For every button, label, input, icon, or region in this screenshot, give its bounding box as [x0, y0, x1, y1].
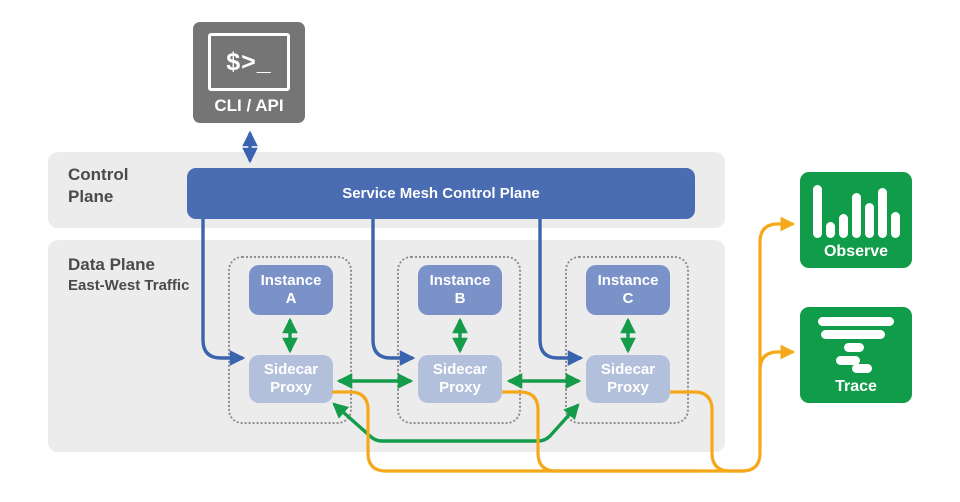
bar-chart-icon	[812, 182, 900, 238]
instance-a-label-line1: Instance	[260, 272, 322, 289]
sidecar-proxy-c-node: Sidecar Proxy	[586, 355, 670, 403]
instance-group-b: Instance B Sidecar Proxy	[397, 256, 521, 424]
instance-b-label-line1: Instance	[429, 272, 491, 289]
cli-api-label: CLI / API	[214, 96, 284, 115]
sidecar-b-label-line1: Sidecar	[432, 361, 488, 378]
sidecar-a-label-line2: Proxy	[270, 379, 312, 396]
trace-label: Trace	[835, 378, 877, 395]
sidecar-a-label-line1: Sidecar	[263, 361, 319, 378]
observe-node: Observe	[800, 172, 912, 268]
sidecar-c-label-line2: Proxy	[607, 379, 649, 396]
sidecar-c-label-line1: Sidecar	[600, 361, 656, 378]
sidecar-b-label-line2: Proxy	[439, 379, 481, 396]
control-plane-label: Control Plane	[68, 164, 128, 208]
service-mesh-control-plane-bar: Service Mesh Control Plane	[187, 168, 695, 219]
sidecar-proxy-b-node: Sidecar Proxy	[418, 355, 502, 403]
instance-c-label-line1: Instance	[597, 272, 659, 289]
instance-group-a: Instance A Sidecar Proxy	[228, 256, 352, 424]
instance-b-node: Instance B	[418, 265, 502, 315]
cli-api-node: $>_ CLI / API	[193, 22, 305, 123]
instance-c-node: Instance C	[586, 265, 670, 315]
sidecar-proxy-a-node: Sidecar Proxy	[249, 355, 333, 403]
trace-node: Trace	[800, 307, 912, 403]
control-plane-label-line1: Control	[68, 165, 129, 184]
control-bar-label: Service Mesh Control Plane	[342, 185, 540, 202]
instance-group-c: Instance C Sidecar Proxy	[565, 256, 689, 424]
terminal-icon: $>_	[208, 33, 290, 91]
terminal-prompt: $>_	[226, 47, 272, 76]
control-plane-label-line2: Plane	[68, 187, 114, 206]
data-plane-subtitle: East-West Traffic	[68, 277, 190, 294]
instance-a-node: Instance A	[249, 265, 333, 315]
observe-label: Observe	[823, 243, 889, 260]
instance-a-label-line2: A	[285, 290, 297, 307]
arrow-telemetry-to-trace	[758, 344, 796, 445]
data-plane-label: Data Plane East-West Traffic	[68, 254, 189, 295]
trace-spans-icon	[818, 317, 894, 373]
instance-c-label-line2: C	[622, 290, 634, 307]
data-plane-title: Data Plane	[68, 255, 155, 274]
instance-b-label-line2: B	[454, 290, 466, 307]
